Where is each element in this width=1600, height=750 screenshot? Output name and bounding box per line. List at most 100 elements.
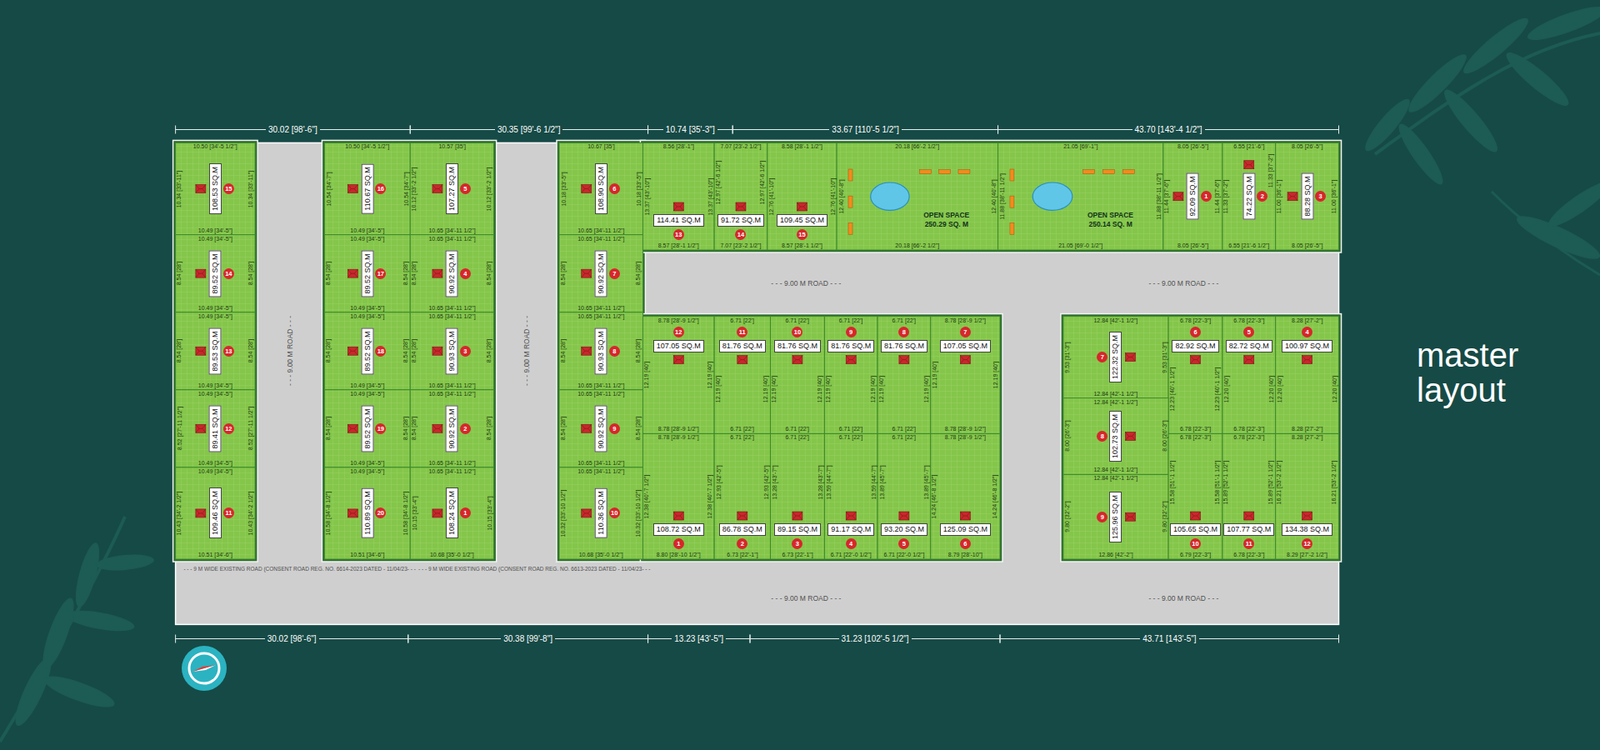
- house-icon: [195, 424, 206, 433]
- plot: 1789.52 SQ.M10.49 [34'-5"]8.54 [28']10.4…: [324, 235, 410, 313]
- plot-dimension: 8.28 [27'-2"]: [1291, 317, 1323, 325]
- plot: 1081.76 SQ.M6.71 [22']12.19 [40']6.71 [2…: [770, 316, 825, 435]
- plot-dimension: 8.54 [28']: [635, 339, 642, 364]
- house-roof: [845, 355, 856, 365]
- plot-dimension: 10.49 [34'-5"]: [198, 227, 233, 235]
- house-roof: [673, 202, 684, 211]
- plot-dimension: 12.19 [40']: [763, 375, 770, 403]
- house-roof: [347, 269, 358, 278]
- house-roof: [581, 346, 592, 355]
- plot-area: 90.93 SQ.M: [445, 327, 459, 375]
- house-ridge: [1302, 511, 1313, 520]
- road-band: - - - 9 M WIDE EXISTING ROAD (CONSENT RO…: [175, 559, 1340, 625]
- plot-area: 109.45 SQ.M: [776, 214, 828, 227]
- plot-number: 6: [1190, 326, 1201, 338]
- plot-dimension: 9.80 [32'-2"]: [1064, 501, 1071, 533]
- plot-number: 5: [460, 183, 471, 195]
- plot-dimension: 10.49 [34'-5"]: [198, 235, 233, 243]
- plot-dimension: 13.37 [43'-10"]: [643, 177, 650, 215]
- plot-dimension: 12.76 [41'-10"]: [768, 177, 775, 215]
- plot-dimension: 10.65 [34'-11 1/2"]: [428, 305, 475, 312]
- road-label: - - - 9.00 M ROAD - - -: [770, 279, 841, 288]
- house-roof: [1125, 431, 1135, 440]
- plot-ground: [1275, 433, 1340, 560]
- plot-dimension: 10.34 [33'-11"]: [247, 170, 255, 208]
- plot-dimension: 9.80 [32'-2"]: [1160, 501, 1168, 533]
- plot: 10110.36 SQ.M10.65 [34'-11 1/2"]10.32 [3…: [559, 467, 643, 560]
- house-ridge: [581, 509, 592, 518]
- plot-number: 13: [673, 229, 685, 240]
- plot-dimension: 8.54 [28']: [410, 339, 418, 364]
- plot-dimension: 8.54 [28']: [247, 261, 255, 286]
- plot-dimension: 10.15 [33'-4"]: [486, 495, 494, 530]
- plot-dimension: 12.19 [40']: [878, 375, 885, 403]
- road-label: - - - 9.00 M ROAD - - -: [285, 315, 295, 386]
- plot-ground: [1222, 316, 1276, 435]
- bench: [1102, 170, 1115, 175]
- plot-number: 11: [223, 507, 235, 519]
- plot: 16110.67 SQ.M10.50 [34'-5 1/2"]10.54 [34…: [324, 142, 410, 235]
- plot: 12134.38 SQ.M8.28 [27'-2"]16.21 [53'-2 1…: [1275, 433, 1340, 560]
- plot-ground: [324, 467, 410, 560]
- plot-dimension: 11.00 [36'-1"]: [1330, 179, 1338, 214]
- plot-number: 10: [791, 326, 803, 338]
- plot-number: 6: [960, 538, 971, 550]
- site-dimension: 31.23 [102'-5 1/2"]: [839, 634, 912, 645]
- plot-dimension: 10.18 [33'-5"]: [635, 171, 643, 206]
- house-icon: [792, 511, 803, 520]
- plot: 7122.32 SQ.M12.84 [42'-1 1/2"]9.53 [31'-…: [1063, 316, 1169, 399]
- plot-ground: [410, 142, 494, 235]
- house-roof: [432, 346, 443, 355]
- house-icon: [735, 202, 746, 211]
- house-ridge: [432, 269, 443, 278]
- house-roof: [347, 509, 358, 518]
- plot-number: 13: [223, 345, 235, 357]
- house-icon: [1125, 512, 1135, 521]
- plot-number: 12: [673, 326, 685, 338]
- house-roof: [432, 509, 443, 518]
- house-ridge: [195, 269, 206, 278]
- plot-dimension: 7.07 [23'-2 1/2"]: [720, 242, 761, 250]
- road-label: - - - 9.00 M ROAD - - -: [522, 315, 531, 386]
- plot-dimension: 21.05 [69'-0 1/2"]: [1058, 242, 1103, 250]
- plot-dimension: 13.59 [44'-7"]: [825, 465, 832, 500]
- house-ridge: [347, 346, 358, 355]
- house-roof: [737, 355, 748, 365]
- house-ridge: [673, 202, 684, 211]
- plot-area: 89.52 SQ.M: [360, 327, 374, 375]
- plot-dimension: 8.28 [27'-2"]: [1291, 425, 1323, 433]
- compass-icon: [181, 645, 227, 691]
- plot-dimension: 6.78 [22'-3"]: [1180, 434, 1211, 441]
- plot-dimension: 10.67 [35']: [587, 143, 615, 150]
- plot-number: 4: [845, 538, 857, 550]
- house-icon: [581, 269, 592, 278]
- house-roof: [1190, 511, 1200, 520]
- plot-dimension: 12.86 [42'-2"]: [1098, 551, 1133, 559]
- house-roof: [735, 202, 746, 211]
- house-ridge: [195, 424, 206, 433]
- plot-dimension: 13.89 [45'-7"]: [923, 465, 930, 500]
- plot-dimension: 10.32 [33'-10 1/2"]: [560, 490, 567, 538]
- plot-dimension: 10.12 [33'-2 1/2"]: [486, 166, 494, 211]
- plot-number: 10: [1190, 538, 1201, 550]
- house-roof: [195, 509, 206, 518]
- house-icon: [737, 355, 748, 365]
- bench: [1010, 222, 1015, 235]
- plot-number: 19: [375, 423, 386, 435]
- house-ridge: [347, 185, 358, 194]
- plot-ground: [1168, 316, 1223, 435]
- plot-number: 9: [609, 423, 620, 435]
- house-ridge: [581, 424, 592, 433]
- plot: 1989.52 SQ.M10.49 [34'-5"]8.54 [28']10.4…: [324, 390, 410, 468]
- plot-area: 81.76 SQ.M: [719, 340, 766, 353]
- plot-dimension: 6.78 [22'-3"]: [1233, 317, 1265, 325]
- house-ridge: [195, 185, 206, 194]
- block-frame: [640, 314, 1003, 562]
- plot-ground: [642, 433, 715, 560]
- plot-area: 89.52 SQ.M: [360, 250, 374, 297]
- house-icon: [1125, 353, 1135, 362]
- bench: [958, 170, 970, 175]
- plot: 12107.05 SQ.M8.78 [28'-9 1/2"]12.19 [40'…: [642, 316, 715, 435]
- site-dimension: 43.71 [143'-5"]: [1140, 634, 1199, 645]
- plot-number: 14: [223, 268, 235, 280]
